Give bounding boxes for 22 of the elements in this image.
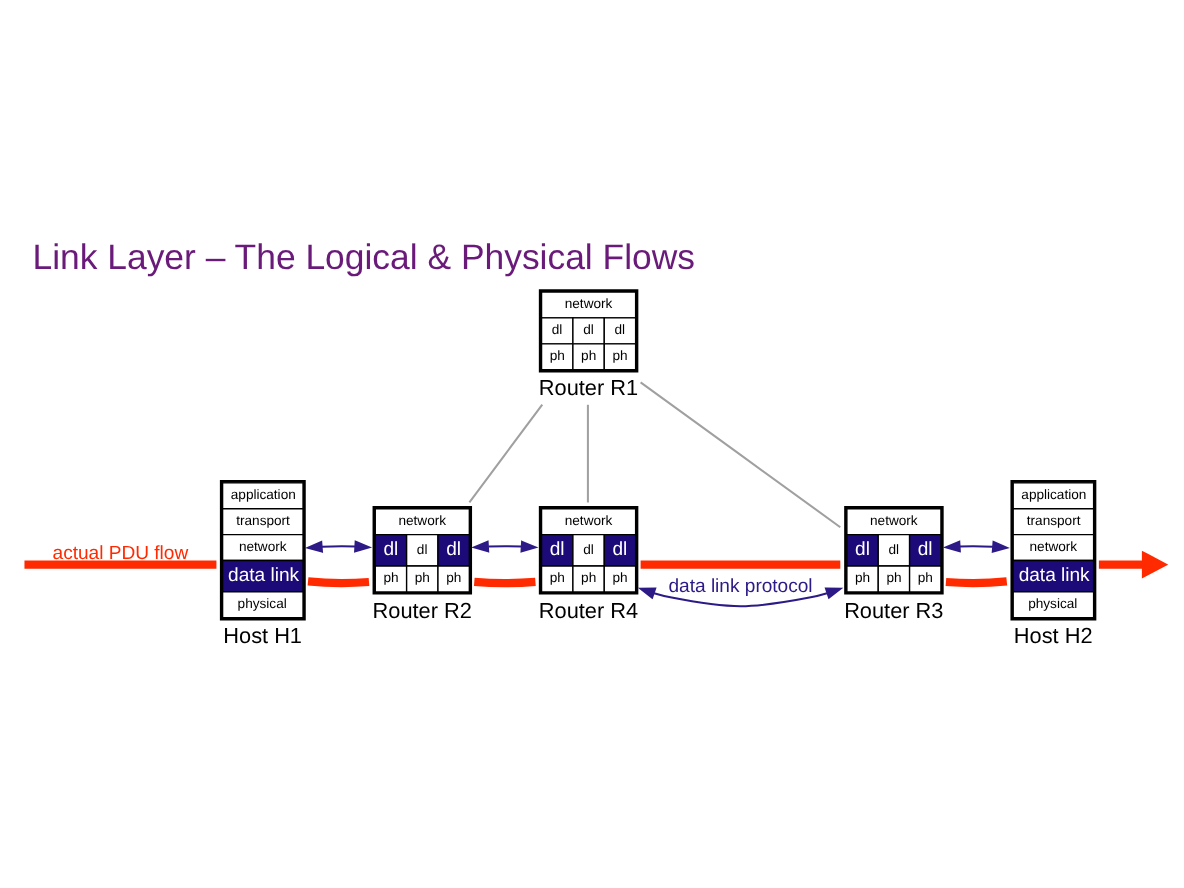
arrow: [637, 587, 844, 608]
connector: [586, 404, 589, 503]
connector: [307, 577, 370, 588]
node-label: Router R2: [372, 599, 472, 624]
node-label: Router R1: [538, 377, 639, 402]
diagram-title: Link Layer – The Logical & Physical Flows: [32, 237, 696, 278]
node-label: Router R3: [844, 599, 944, 624]
edge-label: actual PDU flow: [52, 543, 189, 566]
node-label: Router R4: [538, 599, 639, 624]
arrow: [471, 540, 539, 553]
connector: [468, 404, 544, 503]
connector: [474, 577, 536, 588]
arrow: [942, 540, 1010, 553]
arrow: [1098, 550, 1168, 579]
arrow: [304, 540, 373, 553]
node-label: Host H2: [1013, 625, 1093, 650]
edge-label: data link protocol: [668, 576, 813, 599]
node-label: Host H1: [223, 625, 302, 650]
connector: [640, 381, 841, 529]
connector: [640, 560, 841, 569]
connector: [945, 577, 1008, 588]
connector: [24, 560, 217, 569]
